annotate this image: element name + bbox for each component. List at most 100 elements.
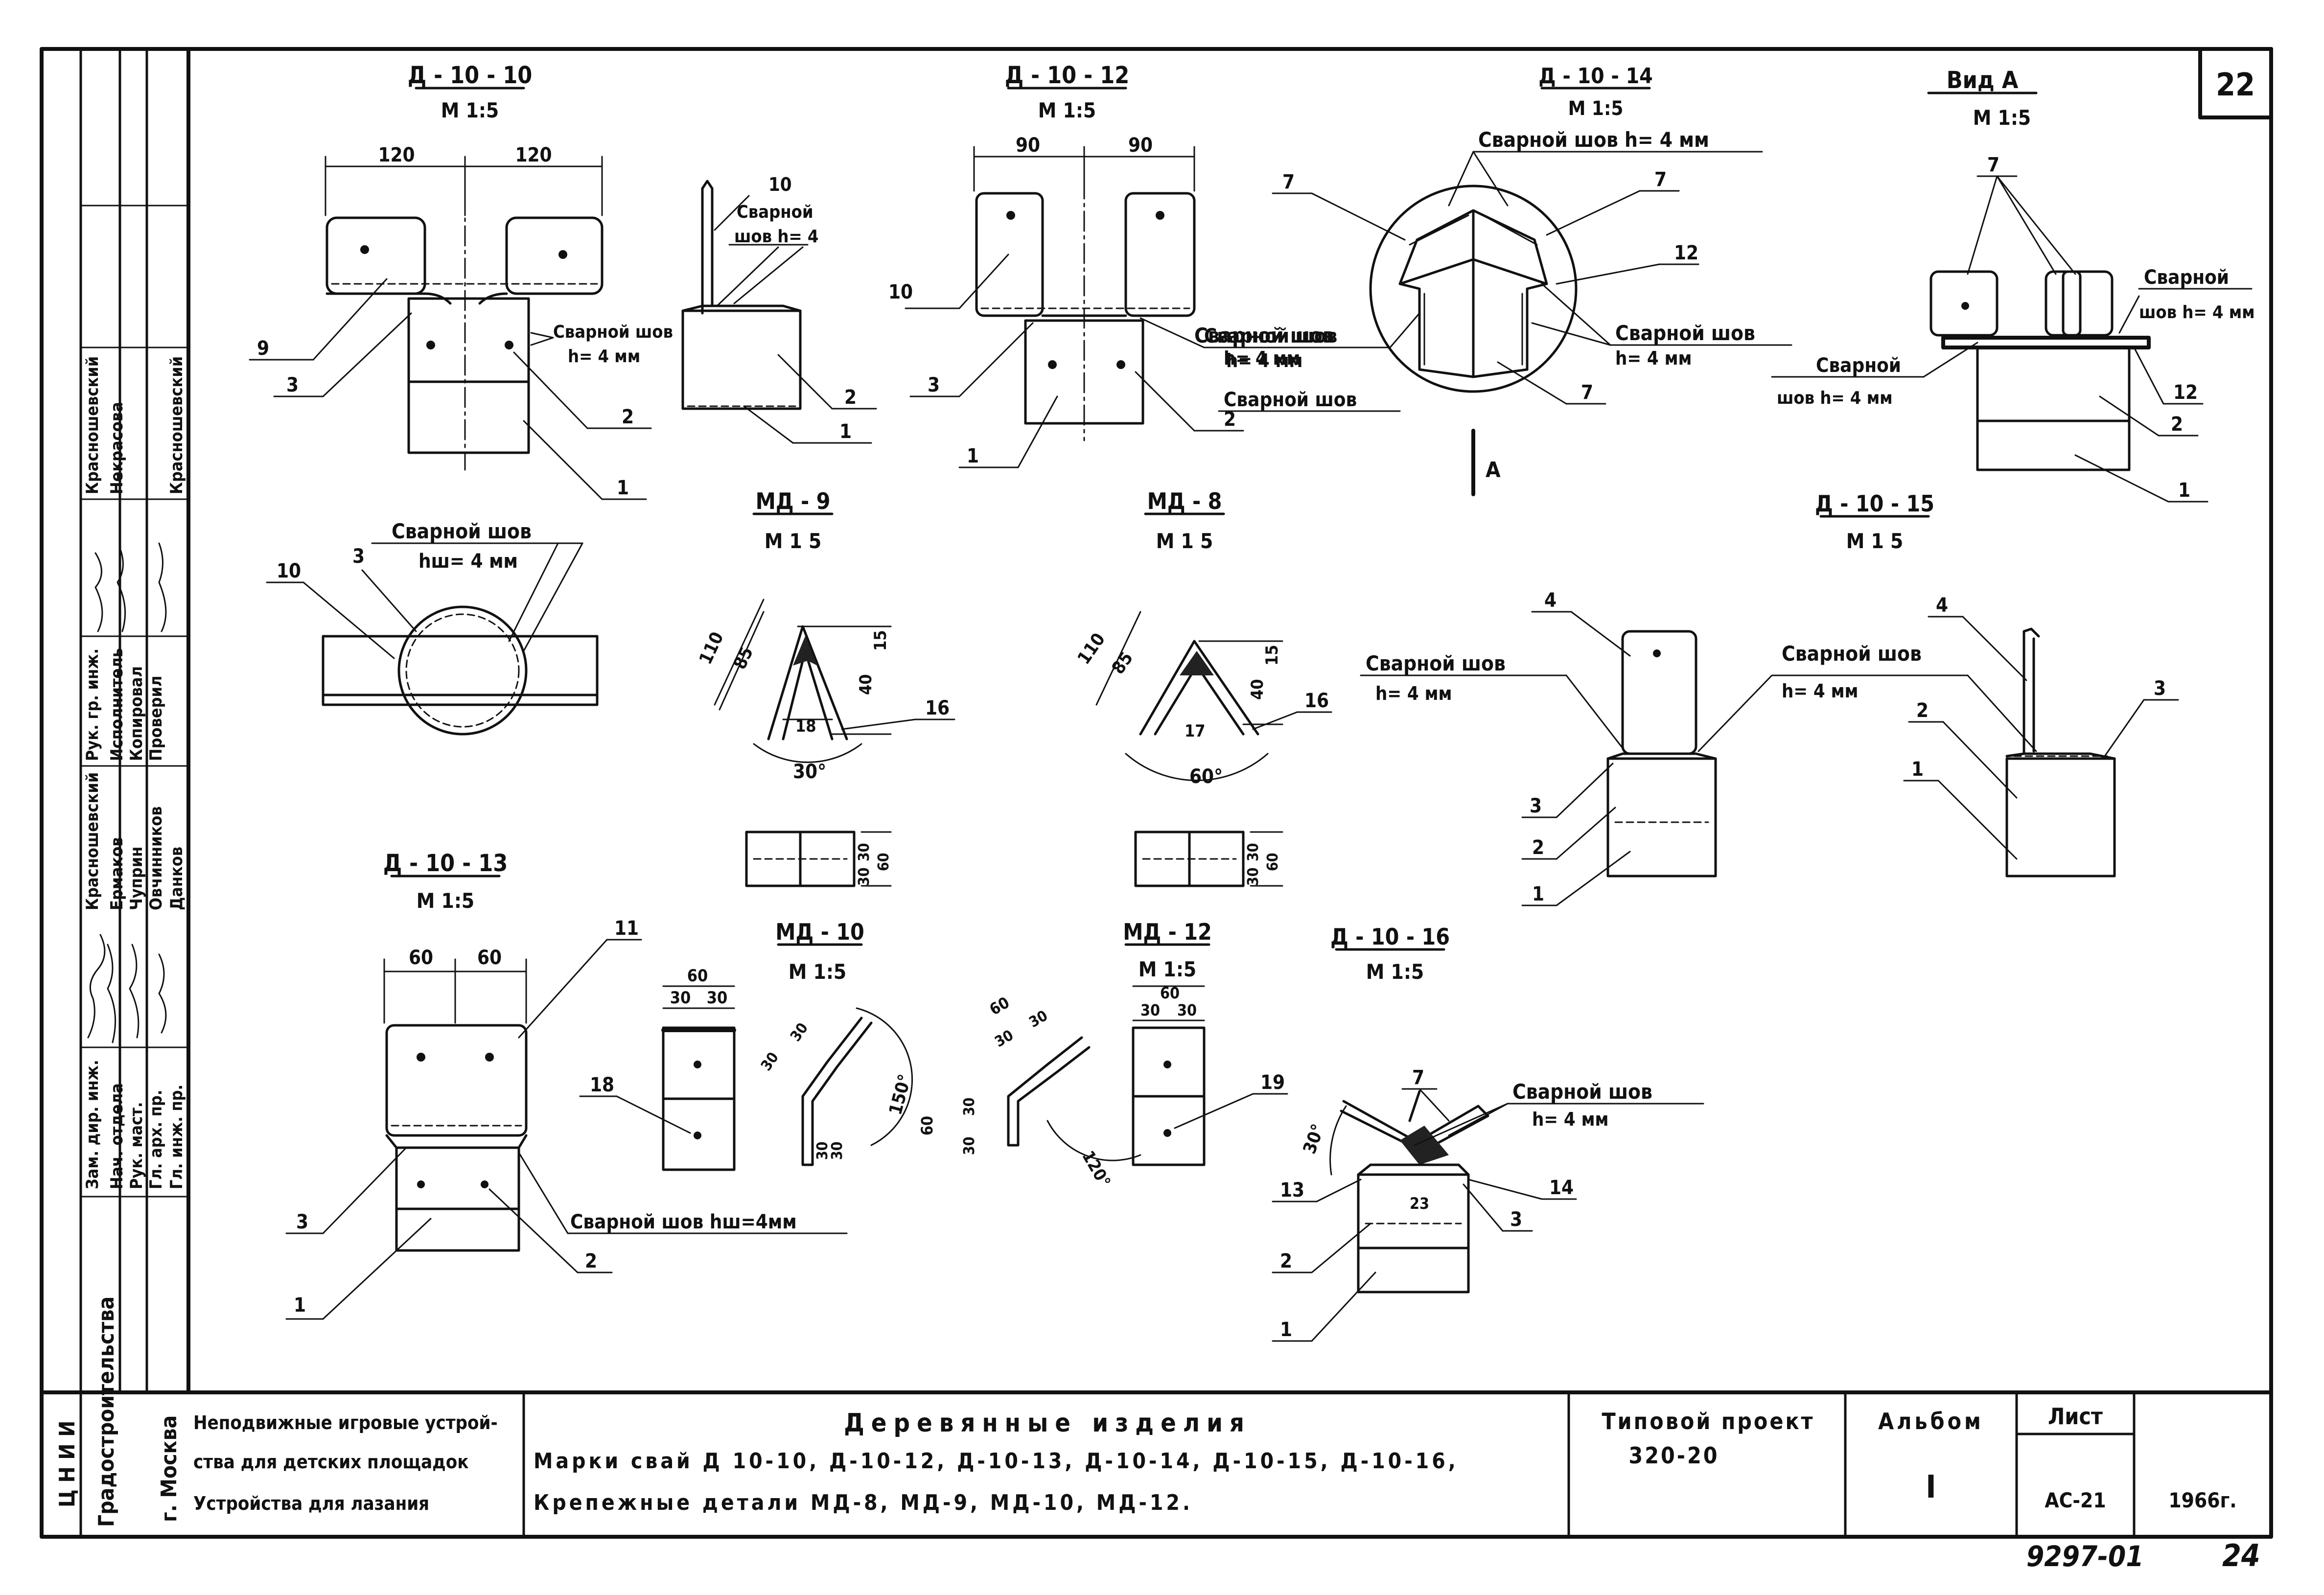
md10-bend-30b: 30 [787, 1020, 812, 1045]
sidebar-name-a2: Чуприн [127, 847, 146, 910]
d1016-scale: М 1:5 [1366, 960, 1424, 984]
d1012-callout-2: 2 [1224, 408, 1236, 431]
d1016-callout-3: 3 [1510, 1208, 1522, 1231]
d1010-hole [360, 245, 369, 254]
d1013-title: Д - 10 - 13 [383, 850, 508, 877]
sidebar-name-b2: Красношевский [167, 356, 186, 494]
d1015-title: Д - 10 - 15 [1815, 490, 1934, 517]
d1015-callout-3a: 3 [1530, 795, 1542, 817]
sidebar-name-b1: Некрасова [107, 402, 127, 494]
d1014-weld-r: Сварной шов [1615, 321, 1755, 345]
sidebar-org1: Ц Н И И [55, 1421, 80, 1507]
d1016-dim: 23 [1410, 1194, 1429, 1213]
md8-plan-60: 60 [1264, 853, 1281, 871]
tb-title: Деревянные изделия [844, 1409, 1251, 1438]
detail-d1016: Д - 10 - 16 М 1:5 30° 23 Сварной шов h= … [1272, 924, 1704, 1342]
d1014-title: Д - 10 - 14 [1538, 64, 1652, 89]
sidebar-role2-1: Исполнитель [107, 648, 127, 761]
view-a-callout-12: 12 [2173, 381, 2198, 404]
d1012-scale: М 1:5 [1038, 98, 1096, 122]
sidebar-name-a4: Данков [167, 847, 186, 910]
d1012-title: Д - 10 - 12 [1005, 62, 1130, 89]
sidebar-role-2: Рук. маст. [127, 1102, 146, 1190]
md8-dim-85: 85 [1108, 648, 1137, 678]
md-mid-30b: 30 [1026, 1007, 1051, 1031]
sidebar-name-b0: Красношевский [83, 356, 102, 494]
d1016-weld-h: h= 4 мм [1532, 1109, 1608, 1130]
plan-callout-10: 10 [277, 560, 301, 582]
md-mid-60: 60 [986, 993, 1013, 1019]
tb-col1-line2: ства для детских площадок [193, 1451, 469, 1473]
d1014-scale: М 1:5 [1568, 97, 1624, 120]
d1015-callout-1b: 1 [1911, 758, 1924, 781]
d1013-dim-a: 60 [409, 947, 433, 969]
d1010-callout-2: 2 [622, 406, 634, 428]
md8-angle: 60° [1189, 765, 1223, 788]
md9-plan-30a: 30 [856, 843, 873, 861]
md10-title: МД - 10 [775, 919, 864, 945]
d1013-callout-3: 3 [296, 1211, 308, 1233]
md12-dim-60: 60 [1160, 984, 1180, 1002]
sidebar-name-a0: Красношевский [83, 772, 102, 910]
md9-dim-15: 15 [871, 630, 890, 651]
md-mid-30c: 30 [961, 1097, 978, 1116]
d1011-callout-10: 10 [768, 174, 792, 195]
detail-d1013: Д - 10 - 13 М 1:5 60 60 11 3 1 2 Сварной… [285, 850, 848, 1320]
md8-dim-15: 15 [1262, 645, 1282, 666]
bottom-ref: 9297-01 [2026, 1540, 2144, 1573]
tb-sheet-label: Лист [2048, 1403, 2103, 1430]
detail-md10: МД - 10 М 1:5 60 30 30 18 30 30 30 30 15… [579, 919, 915, 1171]
md8-dim-40: 40 [1248, 679, 1267, 700]
md8-plan-30a: 30 [1245, 843, 1262, 861]
sheet-frame [40, 47, 2273, 1539]
md-mid-60b: 60 [918, 1116, 936, 1135]
view-a-scale: М 1:5 [1973, 106, 2031, 130]
tb-project-label: Типовой проект [1602, 1408, 1814, 1434]
md12-dim-30b: 30 [1177, 1001, 1197, 1019]
detail-d1014: Д - 10 - 14 М 1:5 Сварной шов h= 4 мм 7 … [1194, 64, 1792, 496]
sidebar-stamp: Ц Н И И Градостроительства г. Москва Зам… [55, 356, 186, 1527]
tb-sheet-value: АС-21 [2045, 1488, 2106, 1512]
d1013-weld: Сварной шов hш=4мм [570, 1211, 797, 1233]
d1016-callout-1: 1 [1280, 1318, 1292, 1341]
md8-dim-17: 17 [1185, 721, 1206, 741]
tb-album-value: I [1926, 1469, 1936, 1505]
bottom-page: 24 [2222, 1538, 2260, 1573]
sidebar-name-a3: Овчинников [146, 806, 166, 910]
d1010-dim-a: 120 [378, 144, 415, 166]
d1015-weld-b-h: h= 4 мм [1782, 680, 1858, 702]
d1016-callout-14: 14 [1549, 1177, 1574, 1199]
md9-dim-110: 110 [696, 629, 728, 668]
md10-bend-30c: 30 [814, 1141, 831, 1160]
md9-plan-60: 60 [875, 853, 892, 871]
d1013-callout-1: 1 [294, 1294, 306, 1317]
d1012-weld-a-h: h= 4 мм [1226, 350, 1302, 371]
d1014-callout-7b: 7 [1654, 168, 1667, 191]
tb-line2: Марки свай Д 10-10, Д-10-12, Д-10-13, Д-… [534, 1449, 1459, 1474]
detail-d1011: Сварной шов h= 4 10 2 1 [681, 174, 877, 444]
plan-callout-3: 3 [352, 545, 365, 568]
md12-title: МД - 12 [1123, 919, 1212, 945]
title-block: Неподвижные игровые устрой- ства для дет… [193, 1403, 2237, 1515]
d1014-weld-top: Сварной шов h= 4 мм [1478, 128, 1709, 152]
d1012-dim-a: 90 [1016, 134, 1040, 157]
md10-dim-30b: 30 [707, 988, 728, 1008]
detail-md12: МД - 12 М 1:5 60 30 30 19 [1123, 919, 1288, 1166]
view-a-weld-l2: шов h= 4 мм [1777, 388, 1893, 408]
sidebar-role-4: Гл. инж. пр. [167, 1085, 186, 1189]
d1015-callout-2b: 2 [1916, 699, 1929, 722]
sidebar-role2-0: Рук. гр. инж. [83, 648, 102, 761]
d1012-dim-b: 90 [1128, 134, 1153, 157]
d1012-callout-1: 1 [967, 445, 979, 467]
d1015-weld-b: Сварной шов [1782, 642, 1922, 666]
d1010-title: Д - 10 - 10 [408, 62, 533, 89]
detail-d1015: Д - 10 - 15 М 1 5 Сварной шов h= 4 мм 4 … [1360, 490, 2179, 906]
d1012-callout-3: 3 [928, 374, 940, 396]
d1011-weld: Сварной [737, 202, 813, 222]
d1014-callout-7a: 7 [1282, 171, 1295, 193]
tb-album-label: Альбом [1878, 1408, 1984, 1434]
d1016-title: Д - 10 - 16 [1330, 924, 1450, 950]
md10-dim-60: 60 [687, 966, 708, 986]
detail-view-a: Вид А М 1:5 7 Сварной шов h= 4 мм Сварно… [1771, 67, 2255, 503]
